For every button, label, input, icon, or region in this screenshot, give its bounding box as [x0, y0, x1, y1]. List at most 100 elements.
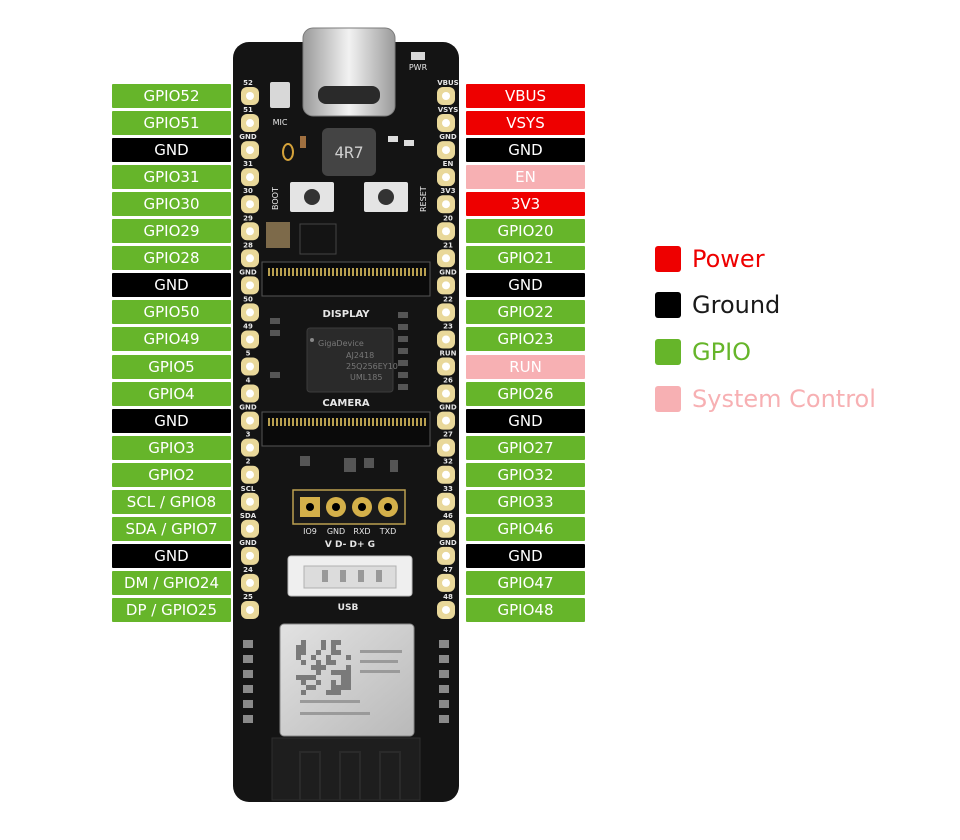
mic-label: MIC: [273, 118, 288, 127]
qr-cell: [331, 680, 336, 685]
qr-cell: [341, 680, 346, 685]
connector-pin: [396, 418, 398, 426]
qr-cell: [301, 675, 306, 680]
qr-cell: [321, 640, 326, 645]
pin-number: GND: [239, 133, 257, 141]
pin-number: 46: [443, 512, 453, 520]
connector-pin: [292, 268, 294, 276]
pin-label-left-gpio5: GPIO5: [112, 354, 231, 379]
pin-label-right-vsys: VSYS: [466, 111, 585, 136]
pin-number: 3: [246, 431, 251, 439]
connector-pin: [404, 268, 406, 276]
legend-label: System Control: [692, 385, 876, 413]
connector-pin: [420, 268, 422, 276]
connector-pin: [424, 268, 426, 276]
qr-cell: [336, 670, 341, 675]
connector-pin: [312, 418, 314, 426]
usb-pin-labels: V D- D+ G: [325, 540, 375, 550]
uart-labels: IO9 GND RXD TXD: [303, 527, 396, 536]
display-label: DISPLAY: [323, 309, 371, 320]
qr-cell: [316, 650, 321, 655]
pad-hole: [442, 281, 450, 290]
flash-line: AJ2418: [346, 351, 374, 360]
qr-cell: [336, 690, 341, 695]
pin-number: 33: [443, 485, 453, 493]
pin-label-left-gpio3: GPIO3: [112, 435, 231, 460]
resistor: [388, 136, 398, 142]
connector-pin: [340, 418, 342, 426]
connector-pin: [336, 418, 338, 426]
pin-label-right-gpio33: GPIO33: [466, 489, 585, 514]
resistor: [404, 140, 414, 146]
connector-pin: [276, 268, 278, 276]
qr-cell: [316, 660, 321, 665]
pin-label-left-gpio28: GPIO28: [112, 246, 231, 271]
pin-number: 29: [243, 214, 253, 222]
connector-pin: [308, 418, 310, 426]
pin-label-left-gpio49: GPIO49: [112, 327, 231, 352]
pad-hole: [442, 470, 450, 479]
qr-cell: [331, 650, 336, 655]
qr-cell: [346, 680, 351, 685]
pin-label-left-gpio2: GPIO2: [112, 462, 231, 487]
usb-label: USB: [338, 603, 359, 613]
flash-chip-text: GigaDevice AJ2418 25Q256EY10 UML185: [318, 339, 398, 382]
connector-pin: [324, 268, 326, 276]
connector-pin: [360, 418, 362, 426]
qr-cell: [306, 685, 311, 690]
uart-label: TXD: [379, 527, 397, 536]
legend-swatch: [655, 292, 681, 318]
connector-pin: [392, 418, 394, 426]
connector-pin: [308, 268, 310, 276]
jst-pins: [322, 570, 382, 582]
qr-cell: [301, 640, 306, 645]
pin-number: GND: [239, 539, 257, 547]
connector-pin: [324, 418, 326, 426]
small-pads: [300, 456, 398, 472]
pin-number: GND: [239, 268, 257, 276]
connector-pin: [404, 418, 406, 426]
pin-label-right-3v3: 3V3: [466, 192, 585, 217]
left-header-pads: [241, 87, 259, 619]
pad-hole: [246, 470, 254, 479]
qr-cell: [316, 670, 321, 675]
pin-label-right-run: RUN: [466, 354, 585, 379]
connector-pin: [372, 418, 374, 426]
pin-number: 5: [246, 350, 251, 358]
pin-label-right-gpio47: GPIO47: [466, 570, 585, 595]
qr-cell: [346, 665, 351, 670]
pin-number: 4: [246, 377, 251, 385]
pin-label-right-vbus: VBUS: [466, 84, 585, 108]
pin-number: GND: [439, 268, 457, 276]
qr-cell: [296, 655, 301, 660]
qr-cell: [306, 675, 311, 680]
connector-pin: [276, 418, 278, 426]
pin-label-right-gpio32: GPIO32: [466, 462, 585, 487]
pad-hole: [442, 227, 450, 236]
pin-label-left-dm-gpio24: DM / GPIO24: [112, 570, 231, 595]
qr-cell: [331, 660, 336, 665]
pad-hole: [246, 281, 254, 290]
qr-cell: [301, 680, 306, 685]
pin-number: RUN: [440, 350, 457, 358]
antenna-area: [271, 737, 421, 801]
connector-pin: [364, 268, 366, 276]
legend-label: Ground: [692, 291, 781, 319]
pin-number: 28: [243, 241, 253, 249]
pin-number: EN: [443, 160, 454, 168]
connector-pin: [380, 418, 382, 426]
connector-pin: [344, 268, 346, 276]
legend-label: Power: [692, 245, 765, 273]
pin-number: VSYS: [438, 106, 459, 114]
qr-cell: [321, 645, 326, 650]
display-connector-pins: [268, 268, 426, 276]
pin-label-right-gnd: GND: [466, 543, 585, 568]
pad-hole: [442, 119, 450, 128]
qr-cell: [331, 645, 336, 650]
pad-hole: [442, 389, 450, 398]
pin-number: VBUS: [437, 79, 458, 87]
pad-hole: [246, 578, 254, 587]
connector-pin: [320, 418, 322, 426]
qr-cell: [321, 665, 326, 670]
connector-pin: [352, 418, 354, 426]
